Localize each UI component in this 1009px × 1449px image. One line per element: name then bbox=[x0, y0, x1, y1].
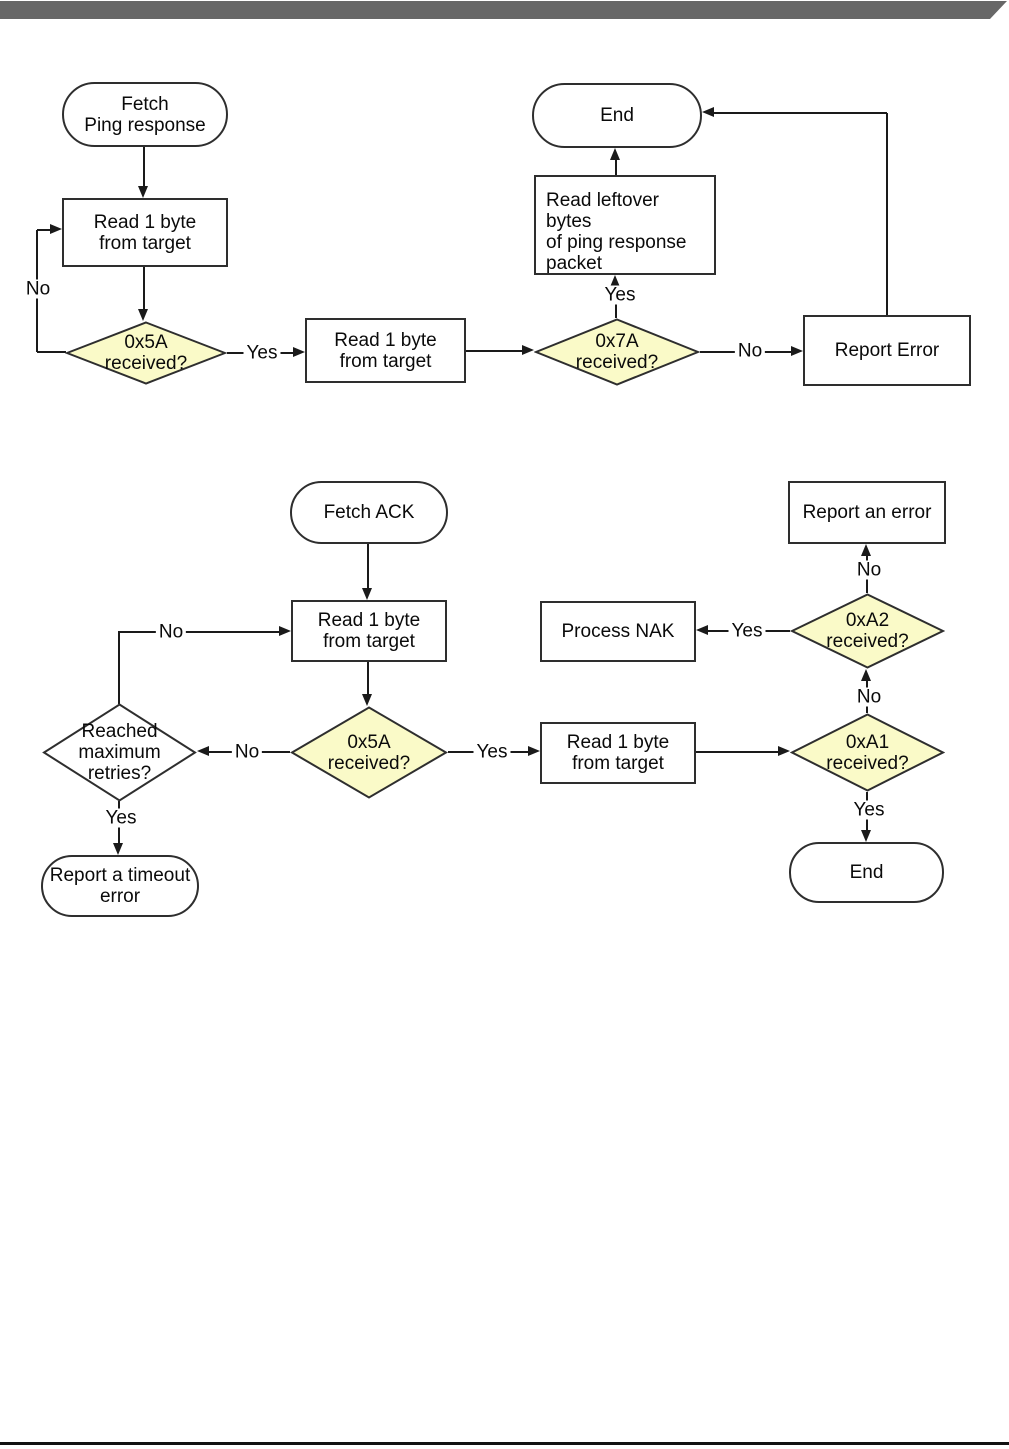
node-label: End bbox=[600, 105, 634, 126]
terminal-end-1: End bbox=[532, 83, 702, 148]
decision-0x5a-received-1: 0x5A received? bbox=[65, 321, 227, 385]
node-label: Read 1 byte from target bbox=[334, 329, 437, 372]
node-label: Read 1 byte from target bbox=[317, 610, 421, 652]
node-label: Report Error bbox=[834, 340, 940, 361]
node-label: 0x5A received? bbox=[327, 731, 411, 774]
connector-line bbox=[143, 267, 145, 311]
node-label: Read 1 byte from target bbox=[566, 732, 670, 774]
terminal-end-2: End bbox=[789, 842, 944, 903]
process-process-nak: Process NAK bbox=[540, 601, 696, 662]
node-label: Fetch ACK bbox=[323, 502, 415, 523]
connector-line bbox=[143, 147, 145, 188]
diamond-shape bbox=[790, 593, 945, 669]
terminal-fetch-ack: Fetch ACK bbox=[290, 481, 448, 544]
arrowhead bbox=[113, 843, 123, 855]
arrowhead bbox=[610, 275, 620, 287]
edge-label-yes-a1: Yes bbox=[850, 800, 888, 820]
arrowhead bbox=[791, 346, 803, 356]
diamond-shape bbox=[534, 318, 700, 386]
arrowhead bbox=[362, 588, 372, 600]
edge-label-no-7a: No bbox=[734, 341, 766, 361]
arrowhead bbox=[279, 626, 291, 636]
connector-line bbox=[696, 751, 779, 753]
arrowhead bbox=[50, 224, 62, 234]
diamond-shape bbox=[290, 706, 448, 799]
node-label: Read leftover bytes of ping response pac… bbox=[546, 190, 687, 274]
connector-line bbox=[886, 113, 888, 315]
arrowhead bbox=[861, 669, 871, 681]
edge-label-yes-5a-1: Yes bbox=[243, 343, 281, 363]
connector-line bbox=[466, 350, 523, 352]
node-label: 0x7A received? bbox=[575, 331, 659, 373]
decision-reached-maximum-retries: Reached maximum retries? bbox=[42, 703, 197, 802]
arrowhead bbox=[610, 148, 620, 160]
node-label: 0x5A received? bbox=[104, 332, 188, 374]
node-label: Process NAK bbox=[561, 621, 675, 642]
arrowhead bbox=[138, 309, 148, 321]
arrowhead bbox=[362, 694, 372, 706]
arrowhead bbox=[138, 186, 148, 198]
arrowhead bbox=[702, 107, 714, 117]
edge-label-yes-5a-2: Yes bbox=[473, 742, 511, 762]
diamond-shape bbox=[65, 321, 227, 385]
diamond-shape bbox=[790, 713, 945, 792]
process-read-leftover-bytes: Read leftover bytes of ping response pac… bbox=[534, 175, 716, 275]
connector-line bbox=[37, 351, 66, 353]
node-label: 0xA1 received? bbox=[826, 731, 909, 774]
connector-line bbox=[367, 662, 369, 695]
page-footer-rule bbox=[0, 1442, 1009, 1445]
edge-label-yes-a2: Yes bbox=[728, 621, 766, 641]
decision-0xa2-received: 0xA2 received? bbox=[790, 593, 945, 669]
arrowhead bbox=[528, 746, 540, 756]
process-read-1-byte-3: Read 1 byte from target bbox=[291, 600, 447, 662]
diamond-shape bbox=[42, 703, 197, 802]
node-label: Read 1 byte from target bbox=[93, 211, 197, 254]
node-label: End bbox=[849, 862, 884, 883]
terminal-report-timeout-error: Report a timeout error bbox=[41, 855, 199, 917]
connector-line bbox=[615, 300, 617, 318]
edge-label-no-retry-loop: No bbox=[155, 622, 187, 642]
arrowhead bbox=[861, 544, 871, 556]
connector-line bbox=[118, 631, 280, 633]
connector-line bbox=[367, 544, 369, 589]
edge-label-no-a1: No bbox=[853, 687, 885, 707]
connector-line bbox=[713, 112, 887, 114]
edge-label-no-a2: No bbox=[853, 560, 885, 580]
terminal-fetch-ping-response: Fetch Ping response bbox=[62, 82, 228, 147]
edge-label-yes-retries: Yes bbox=[102, 808, 140, 828]
node-label: Report a timeout error bbox=[49, 865, 191, 907]
node-label: Reached maximum retries? bbox=[78, 721, 161, 784]
arrowhead bbox=[861, 830, 871, 842]
process-read-1-byte-4: Read 1 byte from target bbox=[540, 722, 696, 784]
node-label: Report an error bbox=[802, 502, 932, 523]
node-label: 0xA2 received? bbox=[826, 610, 909, 652]
arrowhead bbox=[778, 746, 790, 756]
edge-label-yes-7a: Yes bbox=[601, 285, 639, 305]
arrowhead bbox=[522, 345, 534, 355]
process-read-1-byte-1: Read 1 byte from target bbox=[62, 198, 228, 267]
connector-line bbox=[615, 159, 617, 175]
connector-line bbox=[118, 632, 120, 704]
process-report-an-error: Report an error bbox=[788, 481, 946, 544]
arrowhead bbox=[696, 625, 708, 635]
connector-line bbox=[37, 229, 52, 231]
process-read-1-byte-2: Read 1 byte from target bbox=[305, 318, 466, 383]
page-header-bar bbox=[0, 1, 1007, 19]
edge-label-no-5a-2: No bbox=[231, 742, 263, 762]
edge-label-no-loop-1: No bbox=[22, 279, 54, 299]
decision-0xa1-received: 0xA1 received? bbox=[790, 713, 945, 792]
decision-0x5a-received-2: 0x5A received? bbox=[290, 706, 448, 799]
arrowhead bbox=[197, 746, 209, 756]
decision-0x7a-received: 0x7A received? bbox=[534, 318, 700, 386]
process-report-error: Report Error bbox=[803, 315, 971, 386]
arrowhead bbox=[293, 347, 305, 357]
node-label: Fetch Ping response bbox=[84, 93, 206, 136]
